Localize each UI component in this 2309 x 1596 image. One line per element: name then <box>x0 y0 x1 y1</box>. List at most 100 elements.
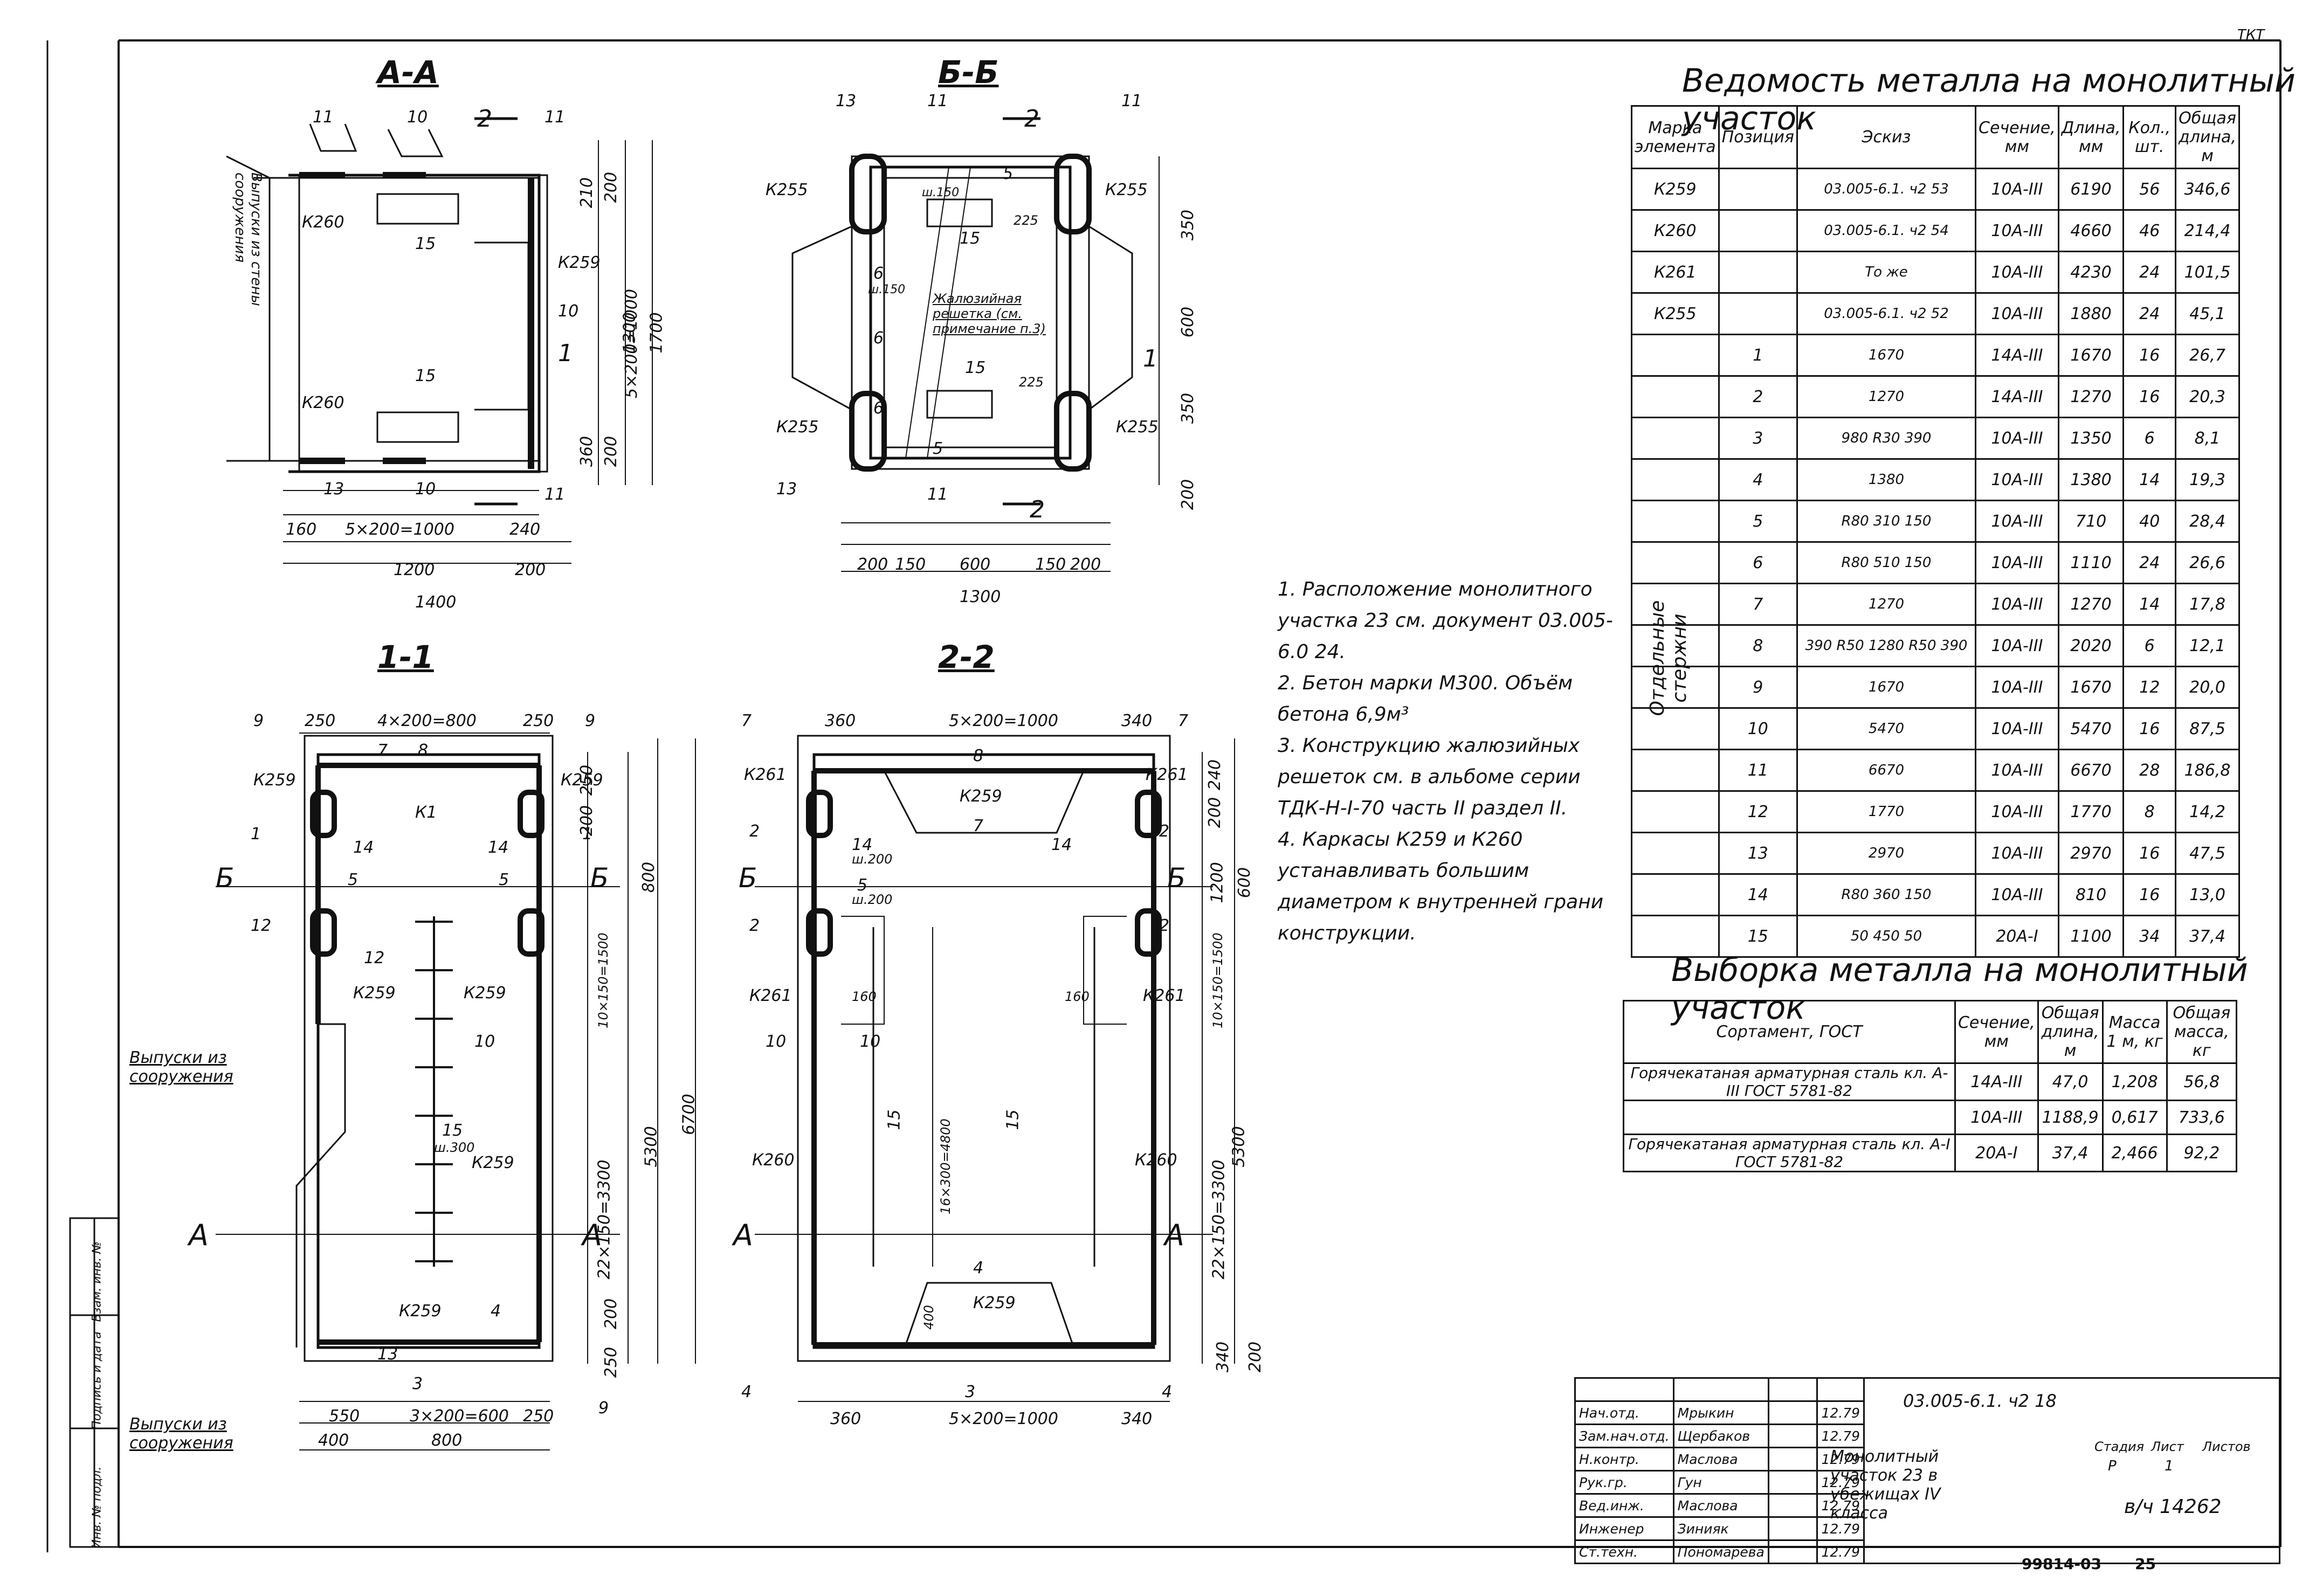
dim: 1700 <box>647 312 666 354</box>
vedomost-cell-sketch: 1270 <box>1796 375 1977 418</box>
k259-label: К259 <box>253 771 296 790</box>
pos-11: 11 <box>1121 92 1142 110</box>
vedomost-cell-mark <box>1631 915 1720 958</box>
vedomost-cell-sec: 10А-III <box>1975 417 2059 460</box>
section-11-drawing <box>216 733 696 1450</box>
pos-8: 8 <box>418 741 429 760</box>
vedomost-cell-pos: 8 <box>1718 624 1798 667</box>
stamp-cell-role: Вед.инж. <box>1574 1493 1674 1518</box>
vedomost-cell-qty: 34 <box>2122 915 2177 958</box>
vedomost-cell-qty: 6 <box>2122 624 2177 667</box>
vedomost-cell-mark <box>1631 458 1720 501</box>
section-mark-1: 1 <box>1143 345 1158 372</box>
vyborka-cell-len: 37,4 <box>2037 1134 2104 1172</box>
vedomost-cell-qty: 8 <box>2122 790 2177 833</box>
stamp-cell-name: Гун <box>1672 1470 1769 1495</box>
stage-header: Стадия <box>2094 1439 2145 1454</box>
dim: 800 <box>639 861 659 893</box>
vedomost-cell-len: 1880 <box>2057 292 2125 335</box>
vedomost-cell-len: 2970 <box>2057 832 2125 875</box>
pos-2: 2 <box>749 916 760 935</box>
vedomost-cell-qty: 14 <box>2122 583 2177 626</box>
vedomost-cell-mark: К259 <box>1631 168 1720 211</box>
stamp-cell-date: 12.79 <box>1816 1424 1865 1448</box>
vedomost-cell-total: 87,5 <box>2175 707 2240 750</box>
vedomost-cell-mark <box>1631 500 1720 543</box>
step-label: ш.150 <box>922 186 960 199</box>
stamp-cell <box>1672 1377 1769 1402</box>
vyborka-cell-mass: 92,2 <box>2166 1134 2238 1172</box>
dim: 250 <box>305 711 336 730</box>
vedomost-cell-sec: 10А-III <box>1975 292 2059 335</box>
dim: 150 <box>1035 555 1066 574</box>
stamp-cell-name: Пономарева <box>1672 1539 1769 1564</box>
col-header: Сечение, мм <box>1975 105 2059 169</box>
step-label: ш.300 <box>434 1140 475 1155</box>
pos-6: 6 <box>873 264 884 283</box>
pos-4: 4 <box>741 1383 752 1401</box>
pos-4: 4 <box>973 1259 984 1277</box>
dim: 5×200=1000 <box>949 711 1058 730</box>
vedomost-cell-sketch: 1270 <box>1796 583 1977 626</box>
vedomost-cell-len: 1380 <box>2057 458 2125 501</box>
stamp-cell-date: 12.79 <box>1816 1400 1865 1425</box>
dim: 350 <box>1178 209 1198 241</box>
dim: 22×150=3300 <box>595 1159 614 1280</box>
view-aa-drawing <box>226 117 653 564</box>
vedomost-cell-total: 20,3 <box>2175 375 2240 418</box>
stamp-cell-role: Нач.отд. <box>1574 1400 1674 1425</box>
vedomost-cell-sec: 10А-III <box>1975 873 2059 916</box>
vypuski-label: Выпуски из сооружения <box>129 1048 233 1086</box>
dim: 5×200=1000 <box>949 1410 1058 1428</box>
pos-10: 10 <box>766 1032 787 1051</box>
vedomost-cell-pos: 3 <box>1718 417 1798 460</box>
dim: 6700 <box>679 1094 699 1135</box>
vedomost-cell-pos: 9 <box>1718 666 1798 709</box>
vedomost-cell-sketch: 1670 <box>1796 334 1977 377</box>
vedomost-cell-len: 1770 <box>2057 790 2125 833</box>
stamp-header-row <box>1574 1377 2280 1564</box>
dim: 5300 <box>1229 1126 1249 1167</box>
vedomost-cell-mark: К261 <box>1631 251 1720 294</box>
pos-7: 7 <box>741 711 752 730</box>
dim: 240 <box>509 520 541 539</box>
sheets-header: Листов <box>2202 1439 2251 1454</box>
dim: 5300 <box>642 1126 661 1167</box>
pos-13: 13 <box>836 92 857 110</box>
vyborka-cell-mass1: 1,208 <box>2101 1062 2168 1101</box>
footer-page: 25 <box>2135 1555 2156 1573</box>
vedomost-cell-mark <box>1631 624 1720 667</box>
sheet-header: Лист <box>2151 1439 2184 1454</box>
pos-2: 2 <box>749 822 760 841</box>
vedomost-cell-total: 8,1 <box>2175 417 2240 460</box>
pos-3: 3 <box>965 1383 976 1401</box>
stamp-cell-sign <box>1767 1447 1818 1471</box>
pos-14: 14 <box>488 838 509 857</box>
pos-15: 15 <box>415 367 436 385</box>
vedomost-cell-total: 214,4 <box>2175 209 2240 252</box>
vedomost-cell-pos <box>1718 251 1798 294</box>
vedomost-cell-total: 19,3 <box>2175 458 2240 501</box>
vedomost-cell-len: 1350 <box>2057 417 2125 460</box>
vedomost-cell-sec: 14А-III <box>1975 334 2059 377</box>
vedomost-cell-qty: 24 <box>2122 541 2177 584</box>
k259-label: К259 <box>960 787 1002 806</box>
sheet-code: 03.005-6.1. ч2 18 <box>1903 1391 2057 1411</box>
pos-13: 13 <box>776 480 797 499</box>
vedomost-cell-sketch: 1670 <box>1796 666 1977 709</box>
pos-1: 1 <box>582 825 593 844</box>
k259-label: К259 <box>353 984 396 1003</box>
dim: 800 <box>431 1431 463 1450</box>
vedomost-cell-total: 20,0 <box>2175 666 2240 709</box>
